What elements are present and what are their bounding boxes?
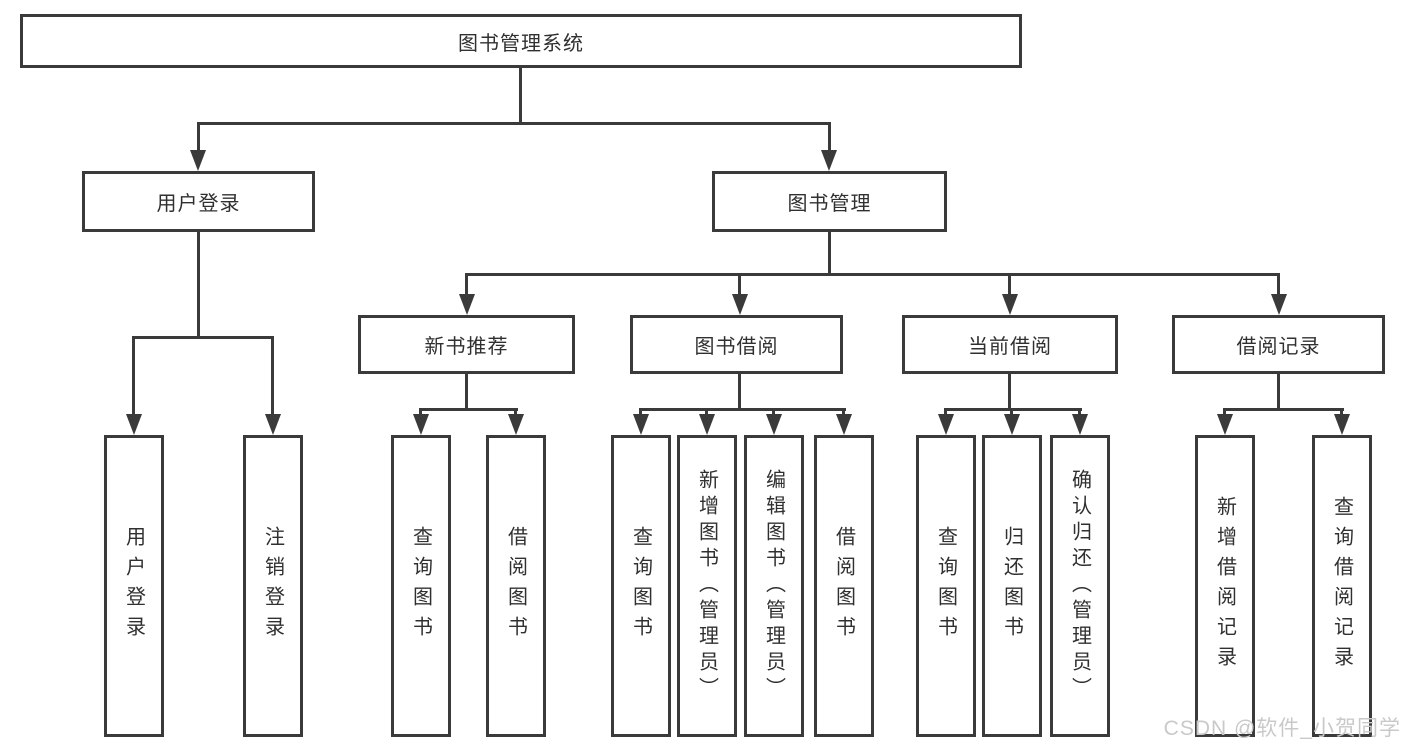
connector-new-book-stem bbox=[465, 374, 468, 408]
arrowhead-add-books-admin bbox=[699, 414, 715, 435]
connector-book-management-stem bbox=[828, 232, 831, 273]
connector-drop bbox=[1223, 408, 1226, 417]
connector-drop-borrowing-records bbox=[1277, 273, 1280, 297]
leaf-query-books-borrow: 查询图书 bbox=[611, 435, 671, 737]
node-label: 图书管理系统 bbox=[458, 32, 584, 55]
connector-drop-current-borrowing bbox=[1008, 273, 1011, 297]
leaf-add-borrow-record: 新增借阅记录 bbox=[1195, 435, 1255, 737]
leaf-confirm-return-admin: 确认归还（管理员） bbox=[1050, 435, 1110, 737]
arrowhead-confirm-return-admin bbox=[1072, 414, 1088, 435]
connector-drop-leaf-user-login bbox=[132, 336, 135, 416]
arrowhead-user-login bbox=[190, 150, 206, 171]
leaf-query-books-current: 查询图书 bbox=[916, 435, 976, 737]
connector-drop bbox=[1340, 408, 1343, 417]
leaf-query-borrow-record: 查询借阅记录 bbox=[1312, 435, 1372, 737]
connector-drop bbox=[639, 408, 642, 417]
connector-drop bbox=[419, 408, 422, 417]
arrowhead-book-management bbox=[821, 150, 837, 171]
arrowhead-query-books-recommend bbox=[413, 414, 429, 435]
leaf-label: 查询图书 bbox=[629, 526, 652, 646]
arrowhead-current-borrowing bbox=[1002, 294, 1018, 315]
node-label: 借阅记录 bbox=[1236, 336, 1321, 358]
leaf-user-login: 用户登录 bbox=[104, 435, 164, 737]
node-book-borrowing: 图书借阅 bbox=[630, 315, 843, 374]
leaf-label: 编辑图书（管理员） bbox=[762, 469, 785, 703]
arrowhead-borrow-books-recommend bbox=[508, 414, 524, 435]
connector-book-borrowing-stem bbox=[738, 374, 741, 408]
leaf-return-books: 归还图书 bbox=[982, 435, 1042, 737]
node-borrowing-records: 借阅记录 bbox=[1172, 315, 1385, 374]
connector-drop-new-book bbox=[465, 273, 468, 297]
node-user-login: 用户登录 bbox=[82, 171, 315, 232]
leaf-edit-books-admin: 编辑图书（管理员） bbox=[744, 435, 804, 737]
csdn-watermark: CSDN @软件_小贺同学 bbox=[1163, 717, 1401, 740]
connector-drop bbox=[1078, 408, 1081, 417]
node-label: 用户登录 bbox=[156, 193, 241, 215]
leaf-label: 注销登录 bbox=[261, 526, 284, 646]
leaf-borrow-books-recommend: 借阅图书 bbox=[486, 435, 546, 737]
connector-user-login-stem bbox=[197, 232, 200, 336]
connector-drop-user-login bbox=[197, 122, 200, 154]
connector-root-stem bbox=[519, 68, 522, 122]
connector-current-borrowing-stem bbox=[1008, 374, 1011, 408]
leaf-borrow-books-borrow: 借阅图书 bbox=[814, 435, 874, 737]
arrowhead-borrow-books-borrow bbox=[836, 414, 852, 435]
leaf-logout: 注销登录 bbox=[243, 435, 303, 737]
leaf-label: 归还图书 bbox=[1000, 526, 1023, 646]
connector-drop bbox=[842, 408, 845, 417]
leaf-label: 查询图书 bbox=[409, 526, 432, 646]
leaf-label: 新增借阅记录 bbox=[1213, 496, 1236, 676]
node-new-book-recommendation: 新书推荐 bbox=[358, 315, 575, 374]
arrowhead-leaf-logout bbox=[265, 414, 281, 435]
connector-new-book-rail bbox=[419, 408, 518, 411]
arrowhead-query-books-current bbox=[938, 414, 954, 435]
leaf-query-books-recommend: 查询图书 bbox=[391, 435, 451, 737]
arrowhead-query-borrow-record bbox=[1334, 414, 1350, 435]
connector-drop bbox=[772, 408, 775, 417]
leaf-label: 新增图书（管理员） bbox=[695, 469, 718, 703]
connector-root-rail bbox=[197, 122, 831, 125]
arrowhead-leaf-user-login bbox=[126, 414, 142, 435]
arrowhead-edit-books-admin bbox=[766, 414, 782, 435]
leaf-label: 查询借阅记录 bbox=[1330, 496, 1353, 676]
connector-drop bbox=[1010, 408, 1013, 417]
arrowhead-return-books bbox=[1004, 414, 1020, 435]
node-book-management: 图书管理 bbox=[712, 171, 947, 232]
leaf-add-books-admin: 新增图书（管理员） bbox=[677, 435, 737, 737]
connector-drop-book-management bbox=[828, 122, 831, 154]
node-label: 图书借阅 bbox=[694, 336, 779, 358]
connector-book-management-rail bbox=[465, 273, 1280, 276]
node-label: 图书管理 bbox=[787, 193, 872, 215]
connector-drop-book-borrowing bbox=[738, 273, 741, 297]
node-root-library-management-system: 图书管理系统 bbox=[20, 14, 1022, 68]
leaf-label: 查询图书 bbox=[934, 526, 957, 646]
connector-current-borrowing-rail bbox=[944, 408, 1082, 411]
node-current-borrowing: 当前借阅 bbox=[902, 315, 1118, 374]
arrowhead-borrowing-records bbox=[1271, 294, 1287, 315]
arrowhead-new-book bbox=[459, 294, 475, 315]
node-label: 新书推荐 bbox=[424, 336, 509, 358]
connector-drop-leaf-logout bbox=[271, 336, 274, 416]
connector-drop bbox=[705, 408, 708, 417]
connector-borrowing-records-stem bbox=[1277, 374, 1280, 408]
connector-book-borrowing-rail bbox=[639, 408, 846, 411]
leaf-label: 确认归还（管理员） bbox=[1068, 469, 1091, 703]
connector-drop bbox=[514, 408, 517, 417]
arrowhead-book-borrowing bbox=[732, 294, 748, 315]
node-label: 当前借阅 bbox=[968, 336, 1052, 358]
leaf-label: 用户登录 bbox=[122, 526, 145, 646]
leaf-label: 借阅图书 bbox=[504, 526, 527, 646]
connector-drop bbox=[944, 408, 947, 417]
connector-borrowing-records-rail bbox=[1223, 408, 1344, 411]
leaf-label: 借阅图书 bbox=[832, 526, 855, 646]
arrowhead-query-books-borrow bbox=[633, 414, 649, 435]
connector-user-login-rail bbox=[132, 336, 274, 339]
arrowhead-add-borrow-record bbox=[1217, 414, 1233, 435]
